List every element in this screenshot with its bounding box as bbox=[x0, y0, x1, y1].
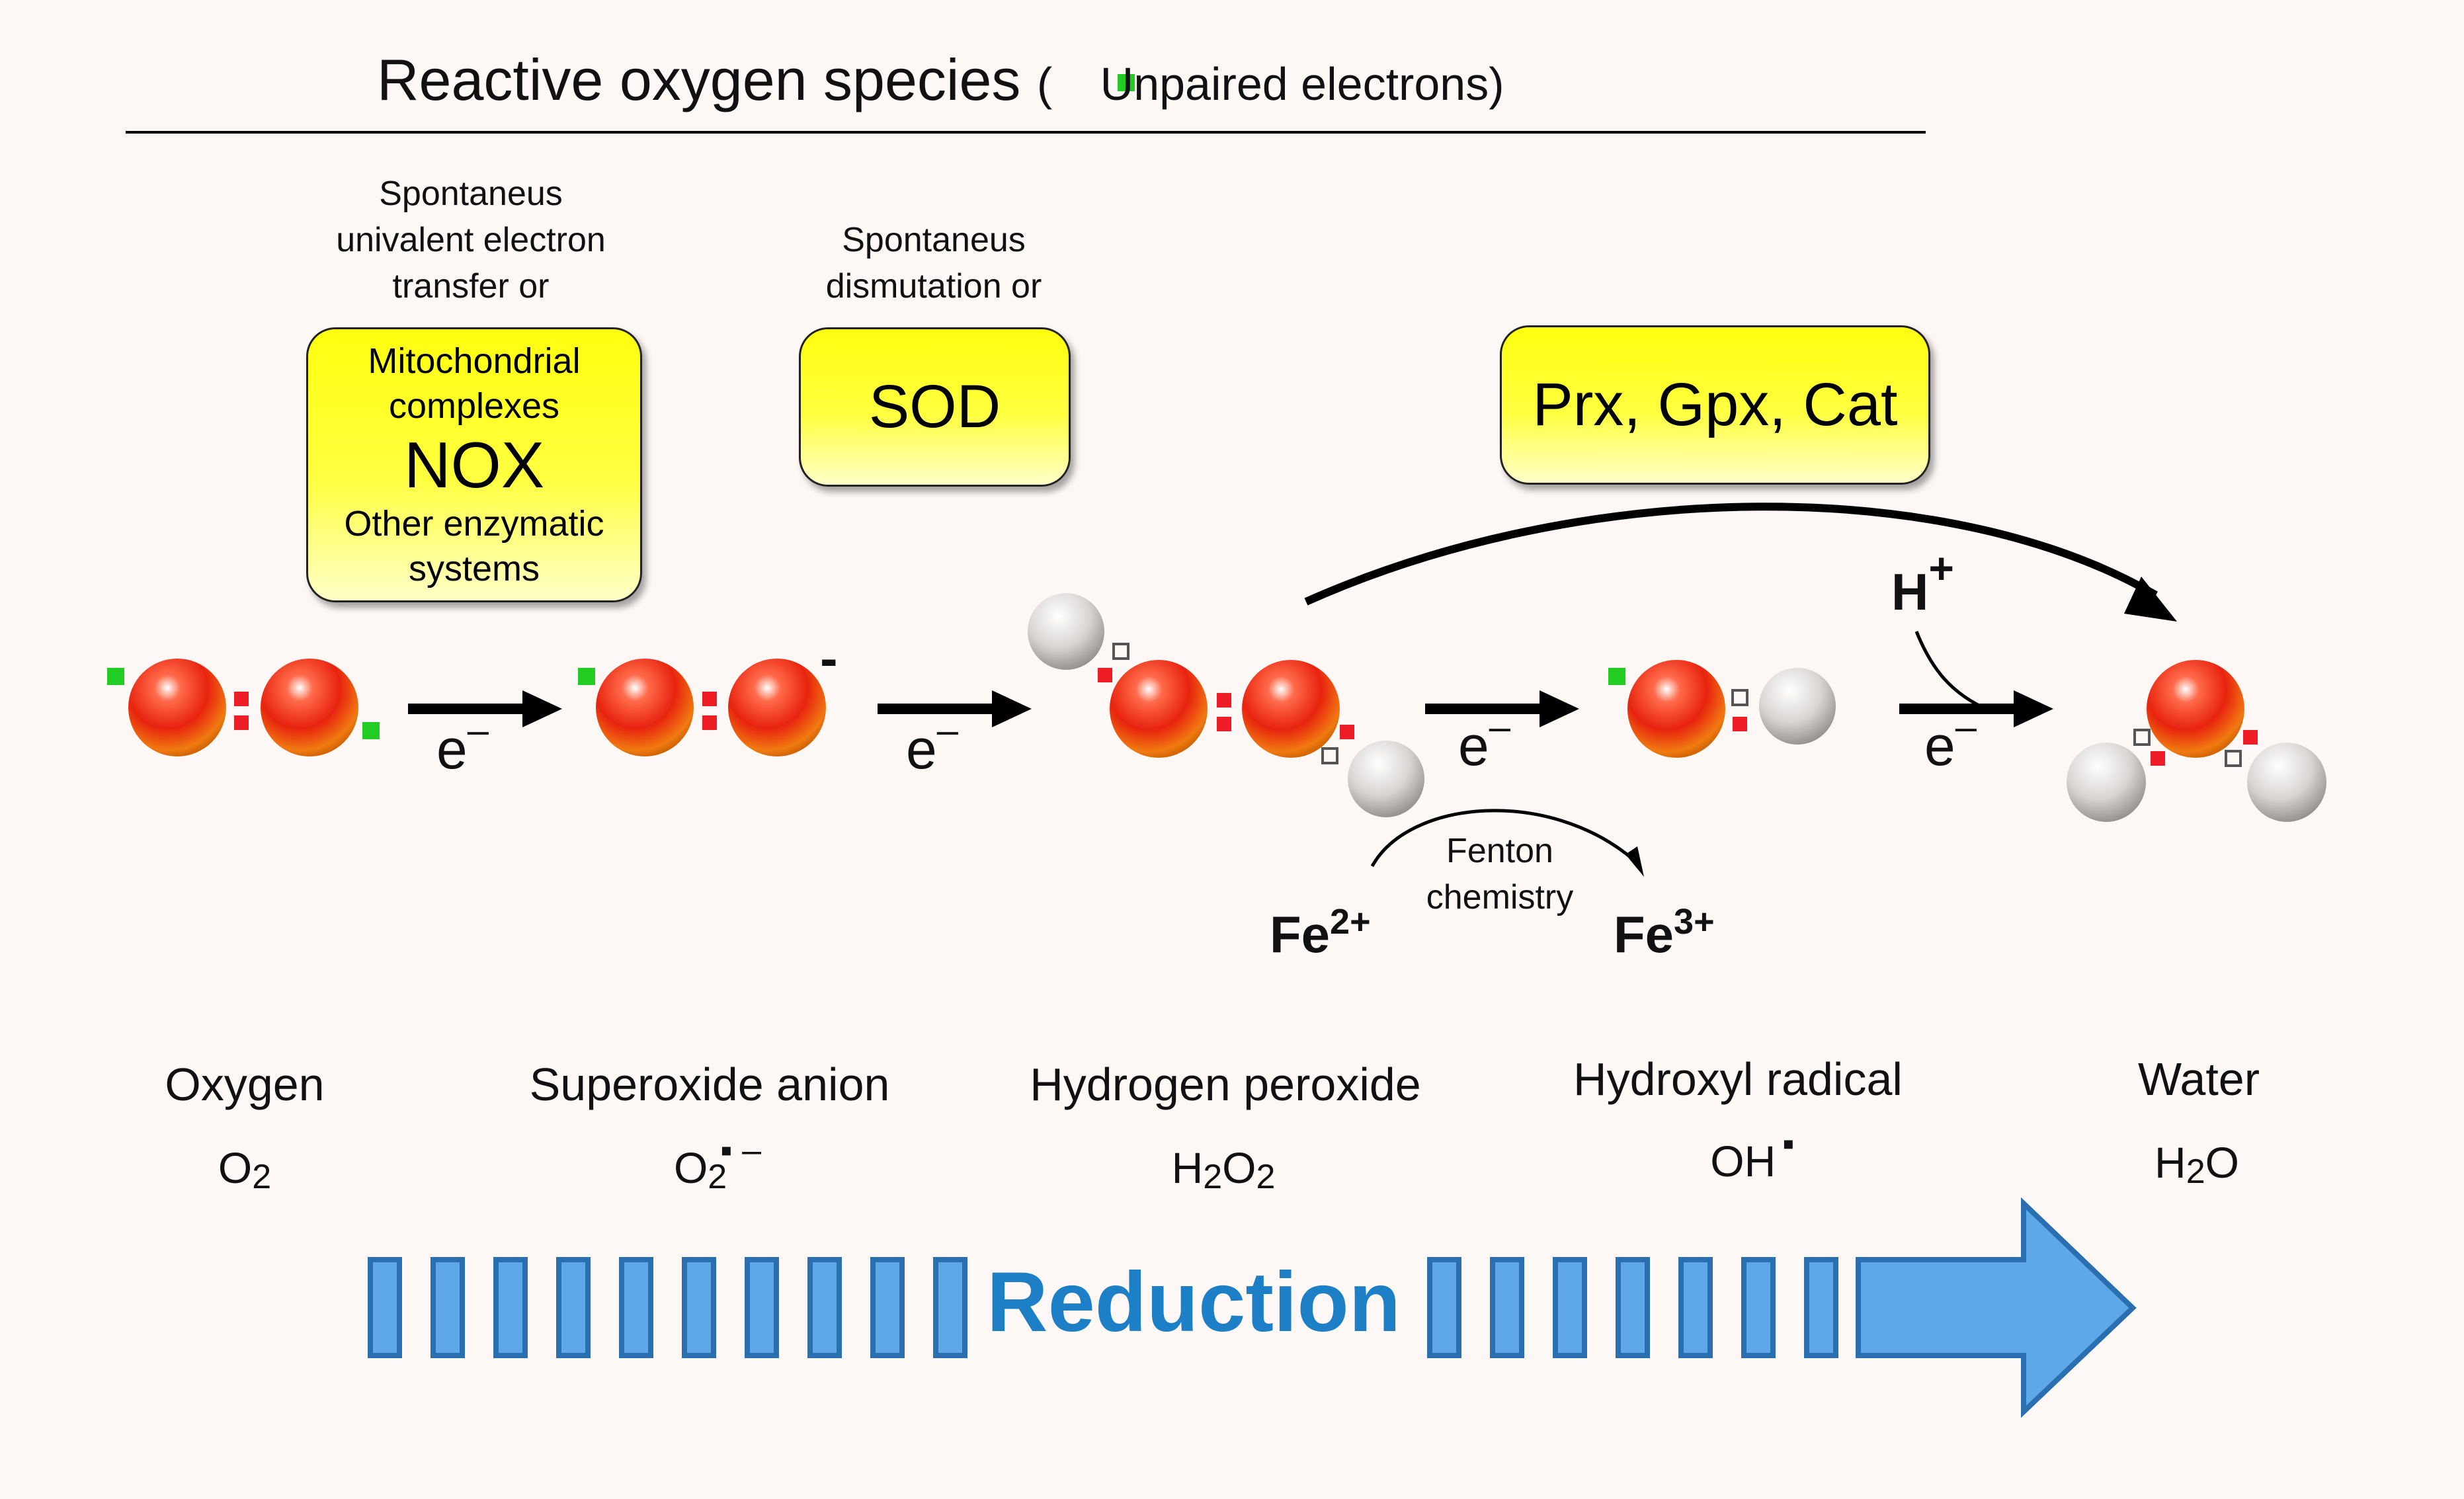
iron-symbol: Fe bbox=[1614, 905, 1674, 963]
electron-label-4: e– bbox=[1924, 706, 1977, 778]
electron-charge: – bbox=[467, 709, 489, 752]
step1-note: Spontaneus univalent electron transfer o… bbox=[336, 171, 606, 309]
species-name-water: Water bbox=[2137, 1053, 2260, 1105]
species-name-oxygen: Oxygen bbox=[165, 1059, 325, 1110]
step2-note-line: Spontaneus bbox=[842, 221, 1026, 259]
water-molecule bbox=[2067, 660, 2326, 822]
formula-part: O bbox=[218, 1143, 253, 1192]
superoxide-charge: - bbox=[820, 629, 838, 688]
title-main: Reactive oxygen species bbox=[377, 47, 1021, 112]
hydrogen-peroxide-molecule bbox=[1028, 593, 1424, 817]
step1-note-line: Spontaneus bbox=[379, 175, 563, 213]
formula-water: H2O bbox=[2155, 1137, 2239, 1191]
formula-subscript: 2 bbox=[2186, 1153, 2205, 1191]
electron-symbol: e bbox=[436, 718, 468, 780]
fe2-label: Fe2+ bbox=[1270, 902, 1371, 965]
nox-box-line: systems bbox=[408, 549, 540, 588]
nox-box-line: complexes bbox=[388, 386, 560, 426]
species-name-superoxide: Superoxide anion bbox=[529, 1059, 890, 1110]
prx-label: Prx, Gpx, Cat bbox=[1532, 371, 1898, 438]
formula-part: H bbox=[1171, 1143, 1204, 1192]
superoxide-molecule bbox=[578, 659, 826, 756]
hydroxyl-radical-molecule bbox=[1608, 660, 1836, 758]
formula-part: O bbox=[673, 1143, 708, 1192]
nox-enzyme-box: Mitochondrial complexes NOX Other enzyma… bbox=[306, 327, 642, 602]
formula-part: O bbox=[2205, 1138, 2239, 1187]
formula-subscript: 2 bbox=[252, 1158, 272, 1196]
proton-arrow bbox=[1914, 631, 1991, 713]
electron-charge: – bbox=[1955, 706, 1977, 749]
electron-charge: – bbox=[1489, 706, 1510, 749]
electron-charge: – bbox=[936, 709, 958, 752]
formula-hydrogen-peroxide: H2O2 bbox=[1171, 1143, 1276, 1196]
electron-label-3: e– bbox=[1458, 706, 1510, 778]
page-title: Reactive oxygen species ( Unpaired elect… bbox=[377, 46, 1504, 114]
electron-symbol: e bbox=[1924, 715, 1955, 777]
step1-note-line: transfer or bbox=[392, 267, 550, 305]
legend-open-paren: ( bbox=[1036, 58, 1053, 110]
iron-charge: 3+ bbox=[1674, 902, 1715, 942]
fe3-label: Fe3+ bbox=[1614, 902, 1715, 965]
formula-part: O bbox=[1222, 1143, 1256, 1192]
fenton-label: Fenton chemistry bbox=[1426, 828, 1573, 920]
legend-text: Unpaired electrons) bbox=[1100, 58, 1504, 110]
sod-enzyme-box: SOD bbox=[799, 327, 1071, 487]
electron-symbol: e bbox=[906, 718, 937, 780]
fenton-label-line: chemistry bbox=[1426, 878, 1574, 916]
formula-superoxide: O2▪ – bbox=[673, 1131, 761, 1196]
iron-charge: 2+ bbox=[1330, 902, 1371, 942]
electron-label-1: e– bbox=[436, 709, 489, 782]
electron-symbol: e bbox=[1458, 715, 1489, 777]
formula-charge: ▪ – bbox=[720, 1131, 762, 1170]
formula-part: OH bbox=[1710, 1137, 1776, 1186]
formula-part: H bbox=[2155, 1138, 2186, 1187]
nox-box-line: Other enzymatic bbox=[344, 504, 604, 544]
step1-note-line: univalent electron bbox=[336, 221, 606, 259]
nox-box-line: Mitochondrial bbox=[368, 341, 581, 381]
prx-enzyme-box: Prx, Gpx, Cat bbox=[1500, 325, 1930, 485]
hydrogen-ion-label: H+ bbox=[1891, 544, 1954, 622]
enzyme-bypass-arrowhead bbox=[2124, 577, 2177, 622]
enzyme-bypass-arrow bbox=[1304, 503, 2158, 606]
oxygen-molecule bbox=[107, 659, 380, 756]
fenton-arrow bbox=[1370, 809, 1635, 868]
electron-label-2: e– bbox=[906, 709, 958, 782]
formula-subscript: 2 bbox=[708, 1158, 727, 1196]
iron-symbol: Fe bbox=[1270, 905, 1331, 963]
reduction-label: Reduction bbox=[987, 1255, 1401, 1350]
nox-label: NOX bbox=[403, 428, 545, 501]
fenton-arrowhead bbox=[1625, 846, 1644, 877]
step2-note-line: dismutation or bbox=[825, 267, 1042, 305]
formula-hydroxyl: OH▪ bbox=[1710, 1125, 1794, 1186]
reduction-bar bbox=[368, 1197, 2137, 1418]
electron-transfer-arrows bbox=[408, 690, 2053, 727]
fenton-label-line: Fenton bbox=[1446, 832, 1553, 870]
formula-radical-dot: ▪ bbox=[1782, 1125, 1795, 1163]
formula-oxygen: O2 bbox=[218, 1143, 272, 1196]
formula-subscript: 2 bbox=[1256, 1158, 1276, 1196]
species-name-hydrogen-peroxide: Hydrogen peroxide bbox=[1030, 1059, 1421, 1110]
unpaired-electron-legend-icon bbox=[1118, 74, 1135, 91]
hydrogen-charge: + bbox=[1928, 544, 1954, 592]
formula-subscript: 2 bbox=[1203, 1158, 1223, 1196]
sod-label: SOD bbox=[868, 373, 1001, 440]
hydrogen-symbol: H bbox=[1891, 563, 1929, 621]
species-name-hydroxyl: Hydroxyl radical bbox=[1573, 1053, 1903, 1105]
step2-note: Spontaneus dismutation or bbox=[826, 217, 1042, 309]
